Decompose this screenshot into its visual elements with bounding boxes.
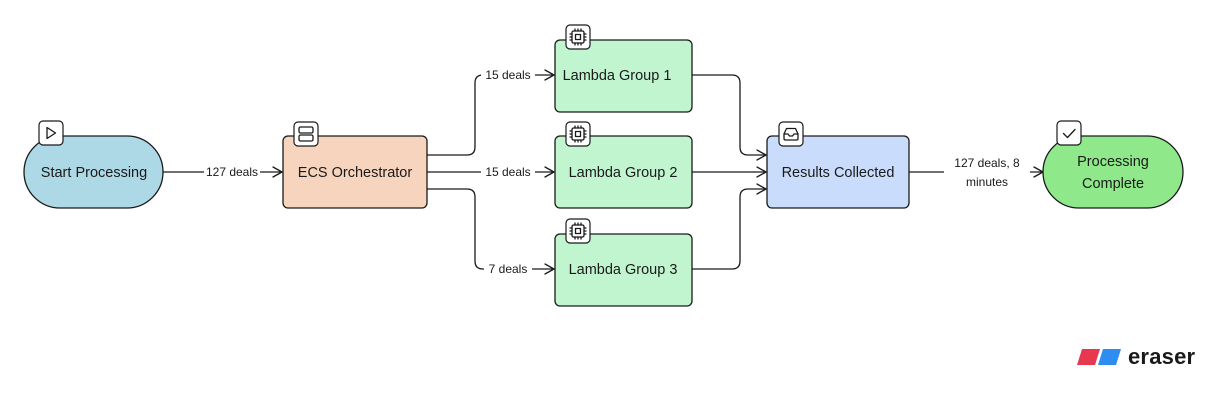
- play-icon: [38, 120, 64, 146]
- edge-results-to-complete[interactable]: 127 deals, 8 minutes: [909, 154, 1044, 190]
- node-label-start: Start Processing: [41, 165, 147, 181]
- chip-icon: [565, 218, 591, 244]
- edges: 127 deals 15 deals 15 deals 7 deals: [163, 67, 1044, 277]
- node-label-lambda2: Lambda Group 2: [569, 165, 678, 181]
- check-icon: [1056, 120, 1082, 146]
- node-label-lambda1: Lambda Group 1: [563, 68, 672, 84]
- server-icon: [293, 121, 319, 147]
- chip-icon: [565, 24, 591, 50]
- eraser-logo: eraser: [1076, 346, 1195, 368]
- node-results-collected[interactable]: Results Collected: [766, 121, 910, 209]
- inbox-icon: [778, 121, 804, 147]
- edge-label-ecs-to-lambda1: 15 deals: [485, 68, 530, 82]
- nodes: Start Processing ECS Orchestrator Lambda…: [23, 24, 1184, 307]
- edge-ecs-to-lambda1[interactable]: 15 deals: [427, 67, 555, 156]
- edge-ecs-to-lambda3[interactable]: 7 deals: [427, 188, 555, 277]
- edge-start-to-ecs[interactable]: 127 deals: [163, 164, 283, 180]
- edge-label-results-to-complete-line1: 127 deals, 8: [954, 156, 1020, 170]
- edge-label-ecs-to-lambda2: 15 deals: [485, 165, 530, 179]
- edge-ecs-to-lambda2[interactable]: 15 deals: [427, 164, 555, 180]
- eraser-logo-mark: [1077, 349, 1121, 365]
- node-lambda-group-2[interactable]: Lambda Group 2: [554, 121, 693, 209]
- node-label-complete-line1: Processing: [1077, 154, 1149, 170]
- edge-lambda1-to-results[interactable]: [692, 74, 767, 161]
- node-lambda-group-1[interactable]: Lambda Group 1: [554, 24, 693, 113]
- edge-label-ecs-to-lambda3: 7 deals: [489, 262, 528, 276]
- node-ecs-orchestrator[interactable]: ECS Orchestrator: [282, 121, 428, 209]
- node-label-ecs: ECS Orchestrator: [298, 165, 413, 181]
- edge-lambda3-to-results[interactable]: [692, 183, 767, 270]
- edge-lambda2-to-results[interactable]: [692, 166, 767, 178]
- node-label-complete-line2: Complete: [1082, 176, 1144, 192]
- chip-icon: [565, 121, 591, 147]
- eraser-logo-text: eraser: [1128, 344, 1196, 369]
- edge-label-results-to-complete-line2: minutes: [966, 175, 1008, 189]
- node-lambda-group-3[interactable]: Lambda Group 3: [554, 218, 693, 307]
- edge-label-start-to-ecs: 127 deals: [206, 165, 258, 179]
- node-processing-complete[interactable]: Processing Complete: [1042, 120, 1184, 209]
- node-label-results: Results Collected: [782, 165, 895, 181]
- node-start-processing[interactable]: Start Processing: [23, 120, 164, 209]
- node-label-lambda3: Lambda Group 3: [569, 262, 678, 278]
